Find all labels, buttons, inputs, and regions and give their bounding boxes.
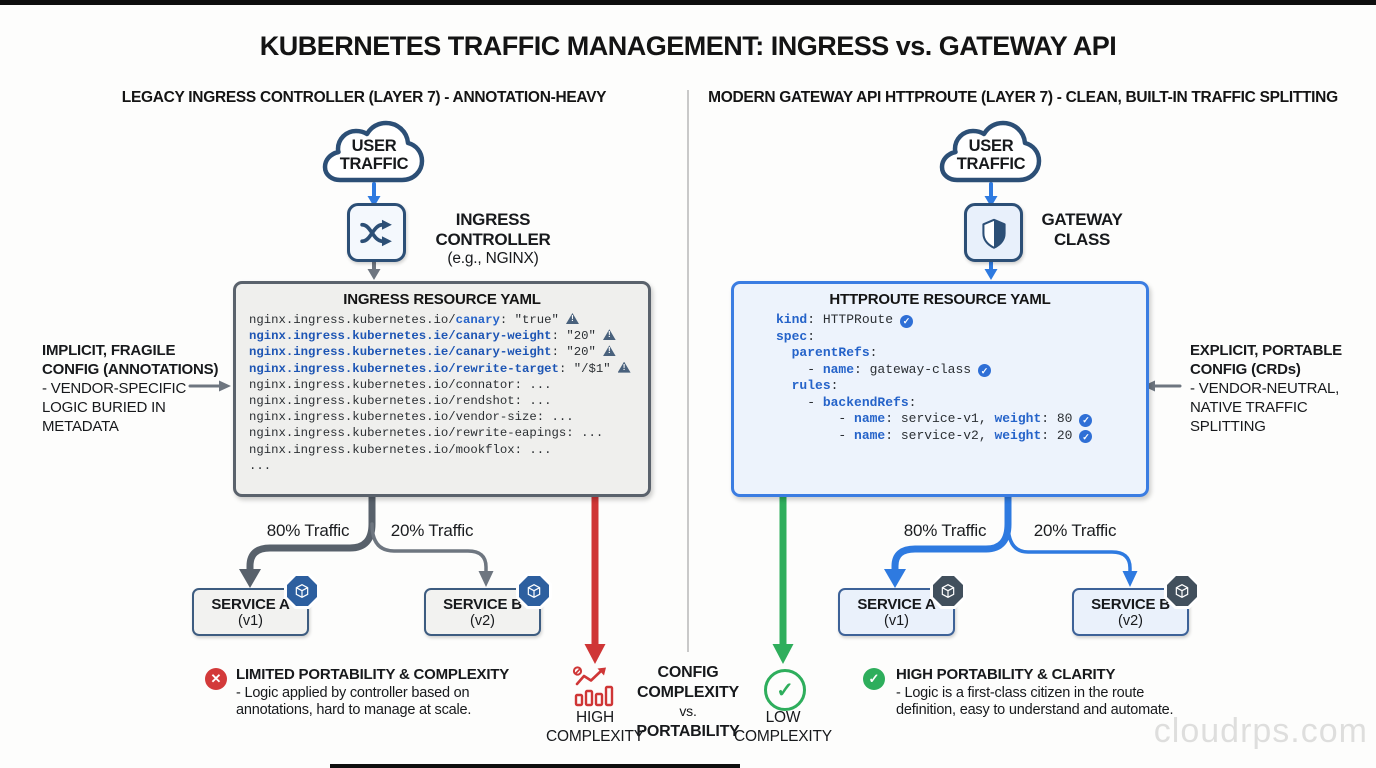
check-badge-icon: ✓ (1079, 430, 1093, 444)
httproute-yaml-title: HTTPROUTE RESOURCE YAML (829, 291, 1051, 308)
config-vs-portability-label: CONFIG COMPLEXITY vs. PORTABILITY (636, 664, 740, 740)
user-traffic-label-right: USER TRAFFIC (956, 137, 1026, 173)
right-traffic-80-label: 80% Traffic (903, 521, 987, 540)
httproute-yaml-box: HTTPROUTE RESOURCE YAML kind: HTTPRoute✓… (731, 281, 1149, 497)
cube-badge-icon (284, 573, 320, 609)
left-verdict-text: LIMITED PORTABILITY & COMPLEXITY - Logic… (236, 666, 510, 718)
ingress-controller-label: INGRESS CONTROLLER (e.g., NGINX) (435, 210, 551, 267)
check-badge-icon: ✓ (900, 314, 914, 328)
warning-triangle-icon (565, 313, 579, 324)
left-column-header: LEGACY INGRESS CONTROLLER (LAYER 7) - AN… (121, 89, 607, 106)
shuffle-icon (359, 219, 392, 246)
gateway-class-node (964, 203, 1023, 262)
user-traffic-cloud-left (318, 116, 430, 188)
user-traffic-cloud-right (935, 116, 1047, 188)
check-badge-icon: ✓ (1079, 413, 1093, 427)
cube-badge-icon (930, 573, 966, 609)
service-b-right: SERVICE B (v2) (1072, 573, 1200, 636)
ingress-yaml-title: INGRESS RESOURCE YAML (343, 291, 541, 308)
x-circle-icon: ✕ (205, 668, 227, 690)
cube-badge-icon (516, 573, 552, 609)
service-b-left: SERVICE B (v2) (424, 573, 552, 636)
right-traffic-20-label: 20% Traffic (1033, 521, 1117, 540)
warning-triangle-icon (602, 345, 616, 357)
ingress-yaml-box: INGRESS RESOURCE YAML nginx.ingress.kube… (233, 281, 651, 497)
user-traffic-label-left: USER TRAFFIC (339, 137, 409, 173)
top-edge-bar (0, 0, 1376, 5)
watermark: cloudrps.com (1153, 712, 1368, 750)
check-circle-icon: ✓ (863, 668, 885, 690)
check-badge-icon: ✓ (978, 364, 992, 378)
right-verdict-text: HIGH PORTABILITY & CLARITY - Logic is a … (896, 666, 1174, 718)
high-complexity-icon (571, 665, 618, 707)
ingress-controller-node (347, 203, 406, 262)
shield-icon (981, 218, 1006, 249)
cloud-icon (322, 120, 425, 183)
ingress-yaml-code: nginx.ingress.kubernetes.io/canary: "tru… (236, 312, 648, 474)
httproute-yaml-code: kind: HTTPRoute✓spec: parentRefs: - name… (734, 312, 1146, 444)
column-divider (687, 90, 689, 652)
bottom-edge-bar (330, 764, 740, 768)
cloud-icon (939, 120, 1042, 183)
right-column-header: MODERN GATEWAY API HTTPROUTE (LAYER 7) -… (708, 89, 1338, 106)
warning-triangle-icon (602, 329, 616, 341)
gateway-class-label: GATEWAY CLASS (1041, 210, 1123, 249)
cube-badge-icon (1164, 573, 1200, 609)
warning-triangle-icon (617, 361, 631, 373)
service-a-left: SERVICE A (v1) (192, 573, 320, 636)
low-complexity-check-icon: ✓ (764, 669, 806, 711)
left-traffic-80-label: 80% Traffic (266, 521, 350, 540)
service-a-right: SERVICE A (v1) (838, 573, 966, 636)
page-title: KUBERNETES TRAFFIC MANAGEMENT: INGRESS v… (259, 31, 1117, 61)
left-traffic-20-label: 20% Traffic (390, 521, 474, 540)
